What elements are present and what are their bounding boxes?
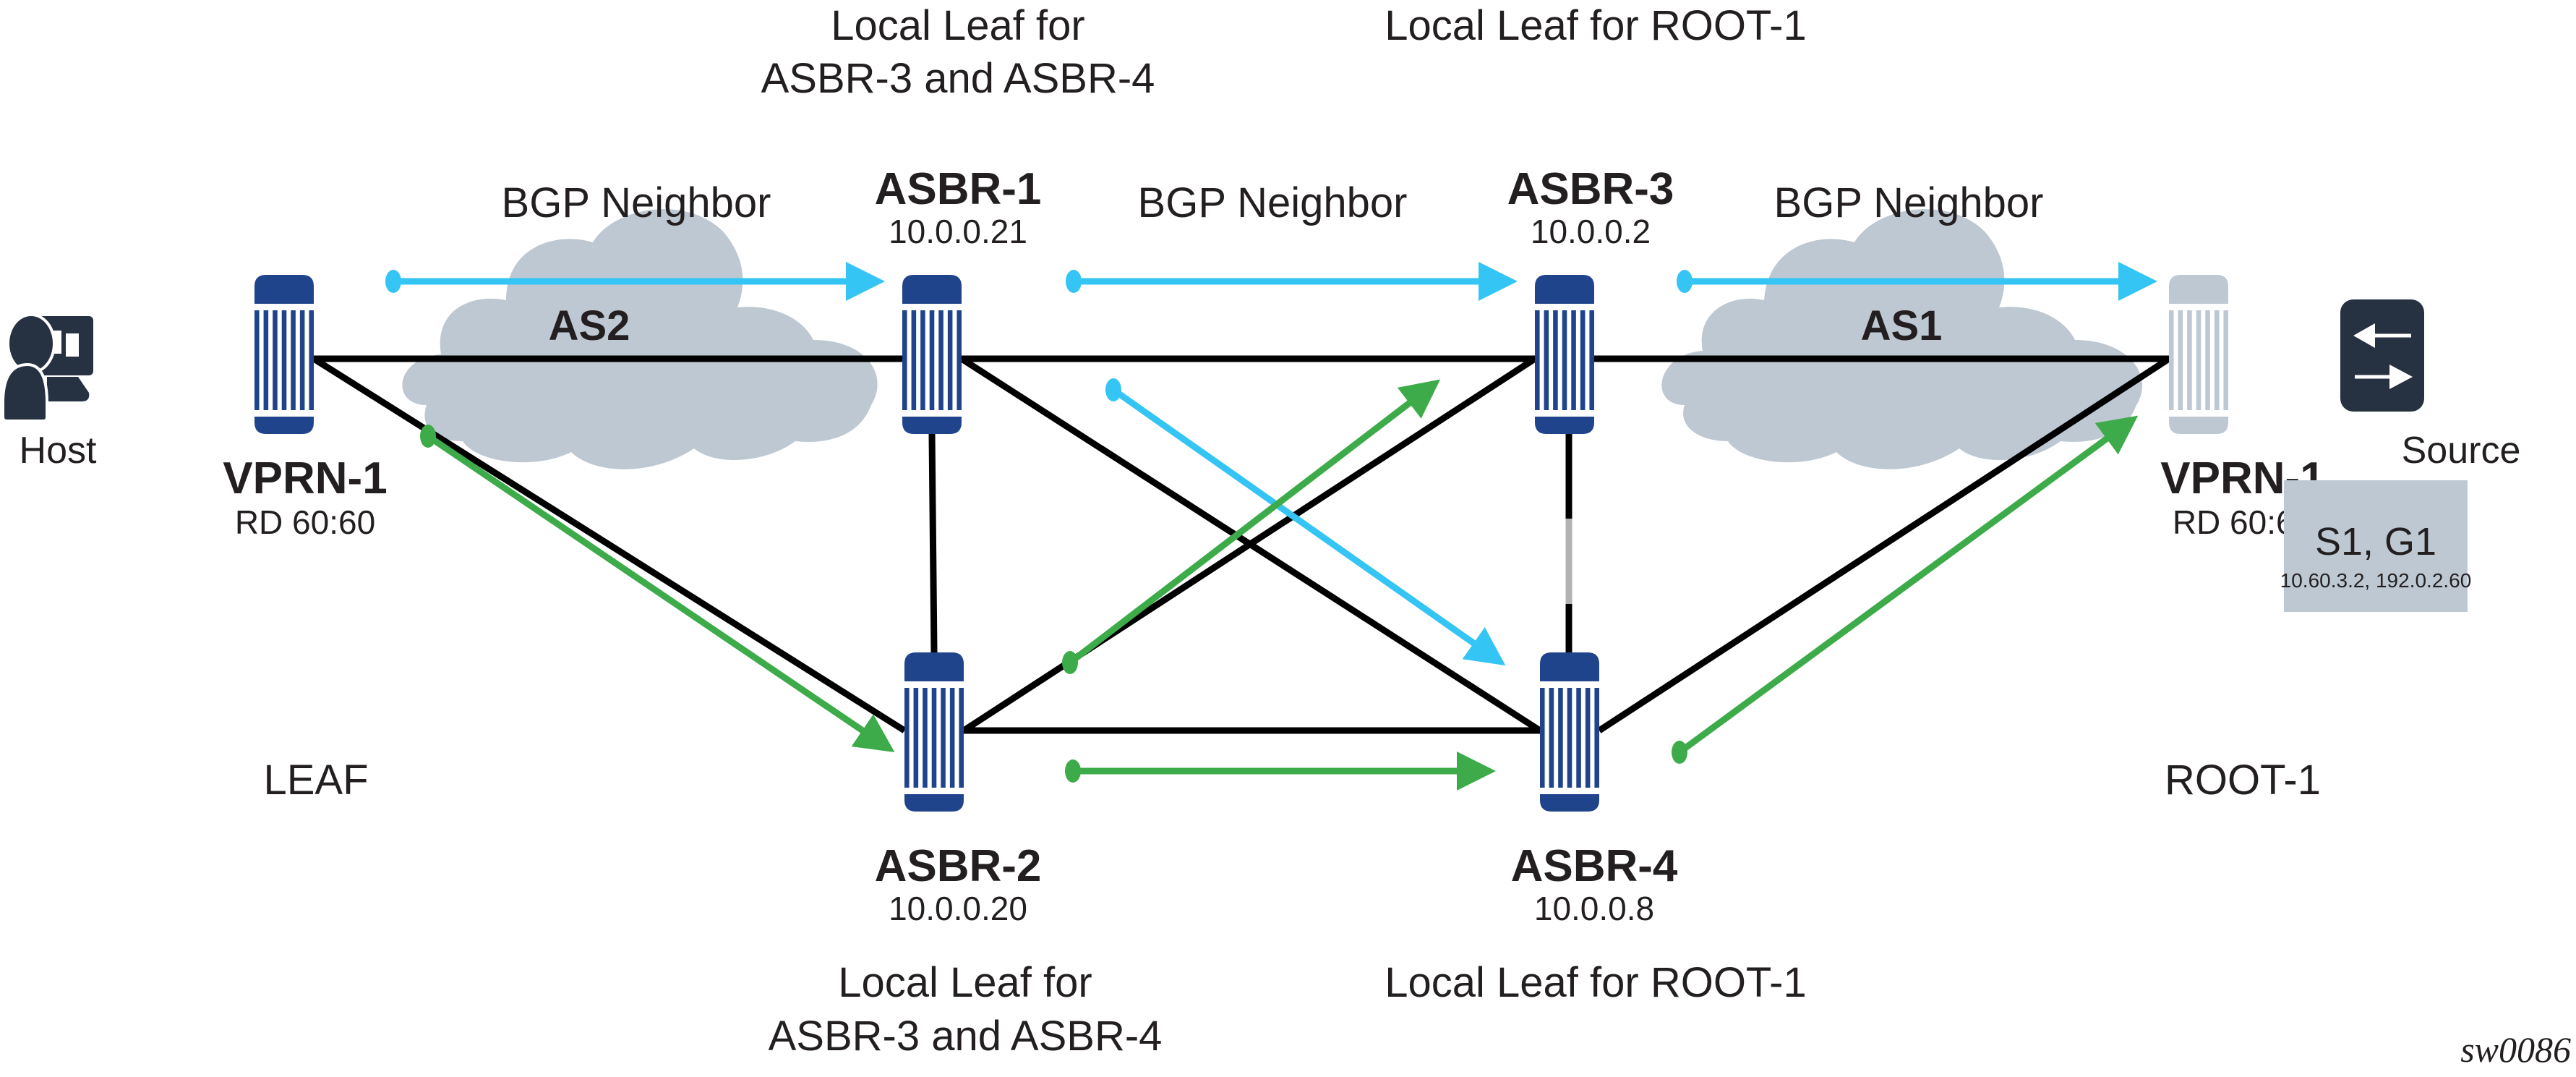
link-vprn_left-asbr2	[312, 356, 907, 733]
leaf-role-label: LEAF	[263, 757, 368, 804]
bgp-arrow-vprn_left-asbr1	[385, 262, 885, 301]
bgp-neighbor-label: BGP Neighbor	[1138, 179, 1408, 226]
host-user-computer-icon	[2, 313, 93, 422]
mcast-arrow-vprn_left-asbr2	[420, 425, 895, 753]
bgp-neighbor-label: BGP Neighbor	[502, 179, 771, 226]
router-icon-asbr1[interactable]	[902, 275, 962, 434]
root-role-label: ROOT-1	[2165, 757, 2321, 804]
mcast-arrow-asbr2-asbr4	[1065, 752, 1496, 791]
router-icon-vprn-left[interactable]	[254, 275, 314, 434]
asbr4-name: ASBR-4	[1511, 841, 1678, 891]
asbr1-name: ASBR-1	[875, 164, 1042, 214]
cloud-as1	[1661, 209, 2143, 469]
asbr2-note-line2: ASBR-3 and ASBR-4	[769, 1013, 1163, 1060]
asbr2-name: ASBR-2	[875, 841, 1042, 891]
vprn-left-name: VPRN-1	[223, 454, 387, 503]
mcast-arrow-asbr2-asbr4-origin-dot	[1065, 759, 1081, 783]
router-icon-vprn-right[interactable]	[2169, 275, 2228, 434]
router-icon-asbr3[interactable]	[1535, 275, 1594, 434]
bgp-arrow-asbr1-asbr4-line	[1111, 387, 1506, 666]
asbr3-note: Local Leaf for ROOT-1	[1385, 2, 1806, 49]
router-icon-asbr4[interactable]	[1540, 652, 1599, 812]
cloud-as2	[402, 209, 878, 469]
bgp-arrow-asbr3-vprn_right-origin-dot	[1677, 270, 1693, 293]
link-asbr1-asbr2	[928, 433, 938, 653]
mcast-arrow-vprn_left-asbr2-origin-dot	[420, 425, 436, 448]
bgp-arrow-asbr1-asbr4	[1105, 378, 1506, 666]
mcast-arrow-asbr4-vprn_right-origin-dot	[1672, 741, 1687, 764]
cloud-label-as1: AS1	[1861, 302, 1943, 349]
bgp-arrow-vprn_left-asbr1-origin-dot	[385, 270, 401, 293]
asbr2-note-line1: Local Leaf for	[838, 959, 1092, 1006]
asbr3-address: 10.0.0.2	[1531, 213, 1651, 250]
link-asbr4-vprn_right	[1597, 356, 2171, 733]
asbr3-name: ASBR-3	[1507, 164, 1674, 214]
mcast-arrow-vprn_left-asbr2-line	[426, 433, 895, 753]
mcast-arrow-asbr2-asbr3	[1062, 379, 1441, 674]
routers	[254, 275, 2228, 812]
link-asbr2-asbr3	[962, 356, 1537, 733]
asbr4-address: 10.0.0.8	[1534, 890, 1654, 927]
bgp-arrow-asbr1-asbr3-origin-dot	[1066, 270, 1082, 293]
physical-links	[312, 355, 2171, 734]
asbr1-note-line2: ASBR-3 and ASBR-4	[761, 55, 1155, 102]
bgp-arrow-asbr3-vprn_right	[1677, 262, 2157, 301]
flow-arrows	[385, 262, 2157, 791]
bgp-arrow-asbr1-asbr3	[1066, 262, 1518, 301]
host-label: Host	[20, 430, 97, 472]
source-group-addresses: 10.60.3.2, 192.0.2.60	[2280, 569, 2472, 592]
asbr1-address: 10.0.0.21	[889, 213, 1027, 250]
mcast-arrow-asbr4-vprn_right	[1672, 415, 2139, 764]
switch-arrows-icon	[2340, 299, 2424, 412]
mcast-arrow-asbr2-asbr3-origin-dot	[1062, 651, 1078, 674]
cloud-label-as2: AS2	[549, 302, 630, 349]
source-group-box: S1, G1 10.60.3.2, 192.0.2.60	[2280, 480, 2472, 612]
figure-id: sw0086	[2460, 1029, 2571, 1070]
mcast-arrow-asbr4-vprn_right-line	[1677, 415, 2139, 755]
vprn-left-rd: RD 60:60	[235, 503, 375, 541]
source-label: Source	[2402, 430, 2521, 472]
mcast-arrow-asbr2-asbr3-line	[1068, 379, 1441, 665]
router-icon-asbr2[interactable]	[904, 652, 964, 812]
bgp-neighbor-label: BGP Neighbor	[1774, 179, 2044, 226]
asbr1-note-line1: Local Leaf for	[831, 2, 1084, 49]
asbr4-note: Local Leaf for ROOT-1	[1385, 959, 1806, 1006]
bgp-arrow-asbr1-asbr4-origin-dot	[1105, 378, 1121, 401]
source-group-title: S1, G1	[2315, 520, 2436, 563]
asbr2-address: 10.0.0.20	[889, 890, 1027, 927]
